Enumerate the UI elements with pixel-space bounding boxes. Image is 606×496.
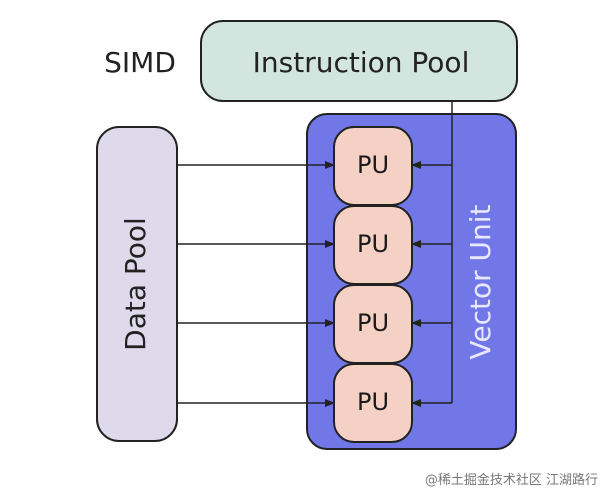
data-pool-box	[96, 126, 178, 442]
watermark-text: @稀土掘金技术社区 江湖路行	[425, 472, 598, 488]
processing-unit-label: PU	[357, 388, 389, 416]
processing-unit-label: PU	[357, 309, 389, 337]
processing-unit: PU	[333, 126, 413, 206]
vector-unit-label: Vector Unit	[464, 204, 497, 359]
instruction-pool-box	[200, 20, 518, 102]
processing-unit: PU	[333, 284, 413, 364]
simd-label: SIMD	[104, 46, 176, 79]
processing-unit: PU	[333, 205, 413, 285]
instruction-pool-label: Instruction Pool	[253, 46, 470, 79]
processing-unit-label: PU	[357, 230, 389, 258]
data-pool-label: Data Pool	[119, 217, 152, 351]
processing-unit-label: PU	[357, 151, 389, 179]
processing-unit: PU	[333, 363, 413, 443]
